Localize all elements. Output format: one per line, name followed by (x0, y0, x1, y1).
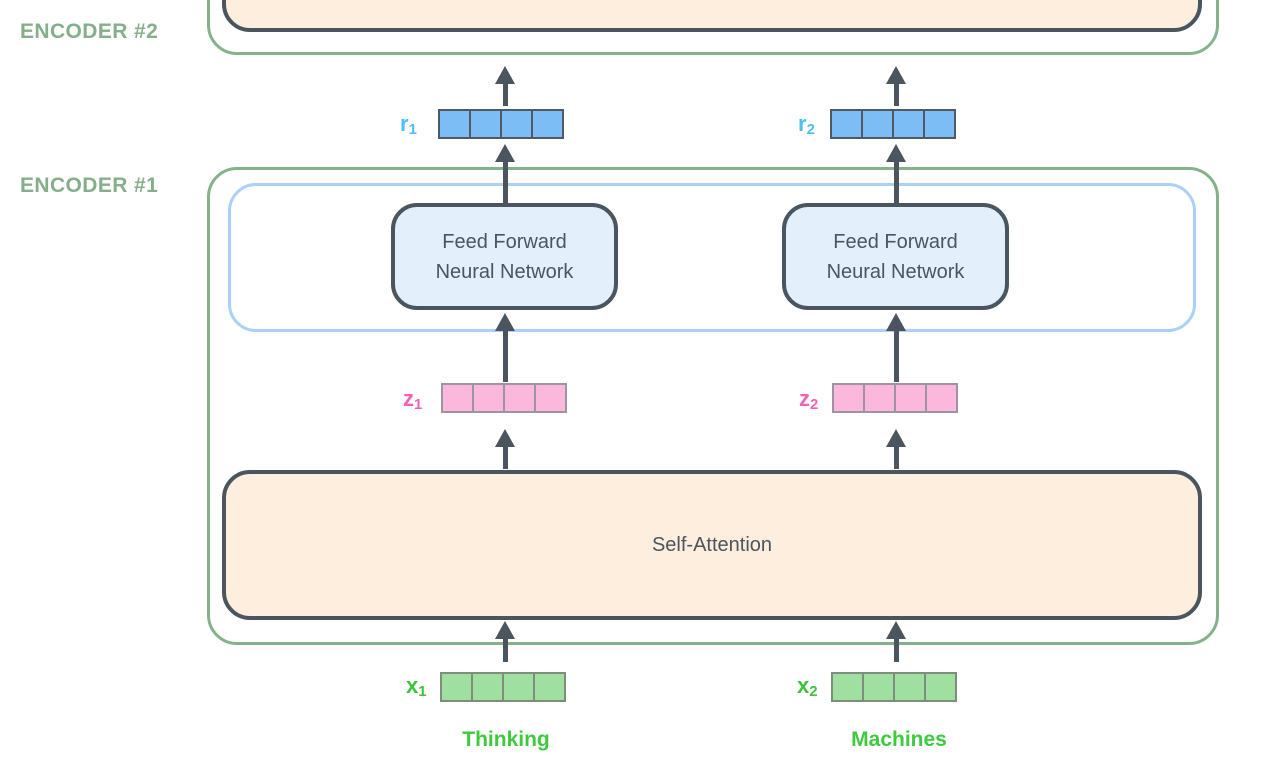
encoder-1-box (207, 167, 1219, 645)
vector-x1-label-sub: 1 (418, 683, 427, 700)
vector-r1-label-sub: 1 (408, 121, 417, 138)
vector-z1-cell (441, 383, 474, 413)
vector-r2-cell (830, 109, 863, 139)
vector-r2-label: r2 (798, 111, 815, 138)
vector-r1-cell (531, 109, 564, 139)
vector-z2-label-base: z (799, 386, 810, 411)
vector-x1-label-base: x (406, 673, 419, 698)
vector-r2-cell (892, 109, 925, 139)
vector-r2 (830, 109, 956, 139)
vector-r1-cell (500, 109, 533, 139)
vector-r1-cell (469, 109, 502, 139)
vector-z2-label-sub: 2 (810, 396, 819, 413)
vector-z1-cell (503, 383, 536, 413)
vector-r1-label-base: r (400, 111, 409, 136)
feed-forward-box-1-line2: Neural Network (435, 260, 574, 283)
vector-x2-cell (831, 672, 864, 702)
encoder-1-label: ENCODER #1 (20, 174, 159, 197)
arrow-ffnn1-to-r1 (495, 144, 515, 204)
self-attention-box: Self-Attention (222, 470, 1202, 620)
arrow-selfattention-to-z1 (495, 429, 515, 469)
vector-z2-cell (832, 383, 865, 413)
arrow-r2-to-encoder2 (886, 66, 906, 106)
encoder-2-box (207, 0, 1219, 55)
vector-x2-label-base: x (797, 673, 810, 698)
feed-forward-box-2-line1: Feed Forward (833, 230, 958, 253)
vector-z2-cell (894, 383, 927, 413)
encoder-2-label: ENCODER #2 (20, 20, 159, 43)
encoder-2-self-attention-box (222, 0, 1202, 32)
feed-forward-box-1: Feed Forward Neural Network (391, 203, 618, 310)
vector-x1 (440, 672, 566, 702)
token-word-machines: Machines (851, 728, 947, 751)
vector-x2 (831, 672, 957, 702)
arrow-z2-to-ffnn2 (886, 313, 906, 382)
vector-z1-cell (472, 383, 505, 413)
arrow-z1-to-ffnn1 (495, 313, 515, 382)
vector-r1 (438, 109, 564, 139)
vector-x2-cell (862, 672, 895, 702)
self-attention-label: Self-Attention (651, 533, 773, 556)
arrow-r1-to-encoder2 (495, 66, 515, 106)
arrow-selfattention-to-z2 (886, 429, 906, 469)
vector-z1-label-sub: 1 (414, 396, 423, 413)
vector-z1-label: z1 (403, 386, 422, 413)
arrow-ffnn2-to-r2 (886, 144, 906, 204)
arrow-x2-to-selfattention (886, 621, 906, 662)
vector-x1-cell (533, 672, 566, 702)
vector-x1-cell (471, 672, 504, 702)
feed-forward-box-2: Feed Forward Neural Network (782, 203, 1009, 310)
vector-r2-cell (861, 109, 894, 139)
vector-z2-cell (863, 383, 896, 413)
vector-x1-cell (440, 672, 473, 702)
vector-z1-cell (534, 383, 567, 413)
token-word-thinking: Thinking (462, 728, 550, 751)
vector-r1-cell (438, 109, 471, 139)
vector-r2-label-sub: 2 (806, 121, 815, 138)
vector-r2-label-base: r (798, 111, 807, 136)
vector-x2-label: x2 (797, 673, 818, 700)
vector-x2-cell (924, 672, 957, 702)
vector-x1-cell (502, 672, 535, 702)
vector-r1-label: r1 (400, 111, 417, 138)
vector-z2 (832, 383, 958, 413)
vector-x2-cell (893, 672, 926, 702)
feed-forward-box-1-line1: Feed Forward (442, 230, 567, 253)
vector-z1 (441, 383, 567, 413)
vector-x2-label-sub: 2 (809, 683, 818, 700)
vector-z2-cell (925, 383, 958, 413)
vector-r2-cell (923, 109, 956, 139)
vector-z2-label: z2 (799, 386, 818, 413)
vector-x1-label: x1 (406, 673, 427, 700)
vector-z1-label-base: z (403, 386, 414, 411)
arrow-x1-to-selfattention (495, 621, 515, 662)
feed-forward-layer-outline (228, 183, 1196, 332)
feed-forward-box-2-line2: Neural Network (826, 260, 965, 283)
